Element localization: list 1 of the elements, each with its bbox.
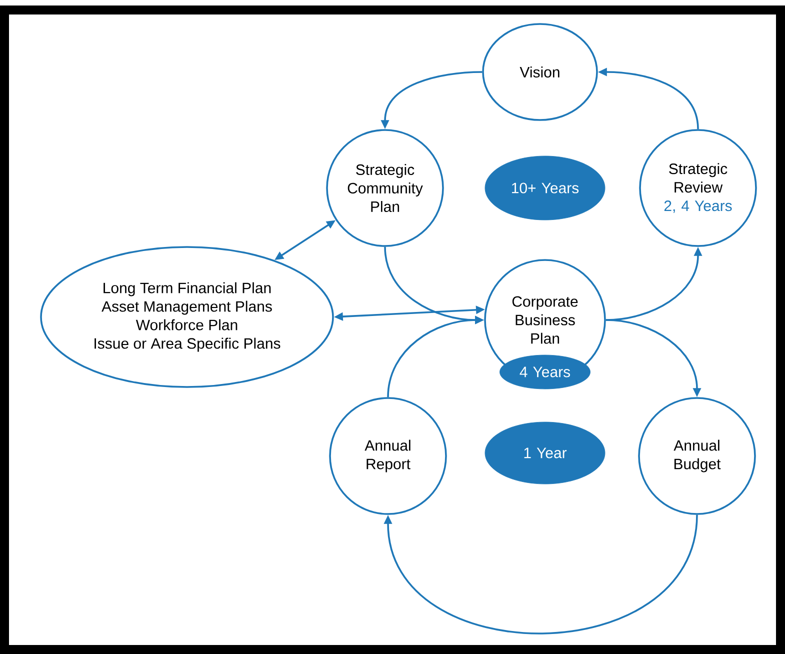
arrow (384, 514, 698, 634)
